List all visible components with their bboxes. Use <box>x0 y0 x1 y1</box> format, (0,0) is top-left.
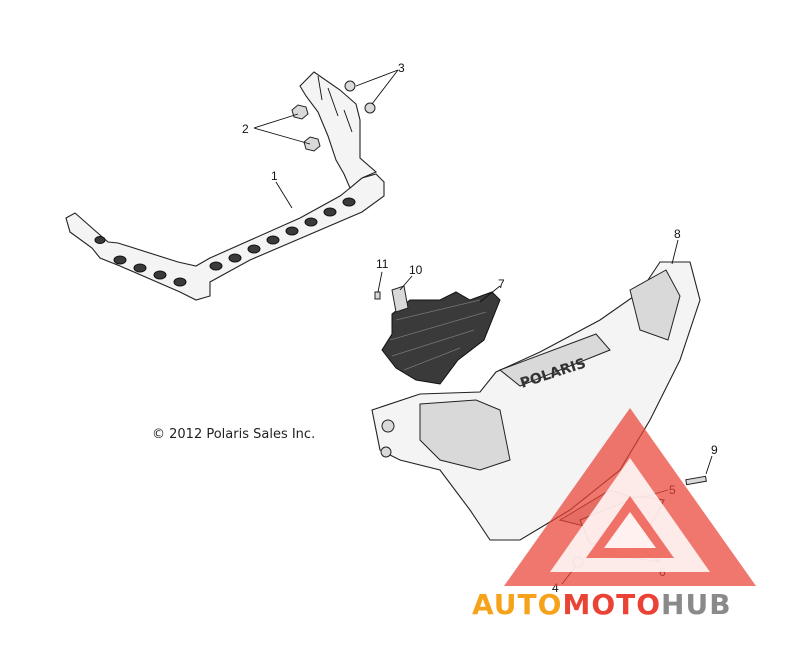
side-bolt-part <box>685 475 707 486</box>
watermark-auto: AUTO <box>472 588 562 621</box>
callout-9: 9 <box>711 443 718 457</box>
callout-4: 4 <box>552 581 559 595</box>
bumper-slots <box>94 197 356 287</box>
clip-part <box>391 285 409 313</box>
watermark-moto: MOTO <box>562 588 661 621</box>
automotohub-watermark: AUTOMOTOHUB <box>472 408 756 621</box>
screw-part <box>374 291 381 300</box>
grille-part <box>381 291 501 385</box>
nut-part <box>291 104 321 152</box>
bolt-part <box>344 80 376 114</box>
watermark-triangle-icon <box>504 408 756 586</box>
callout-11: 11 <box>376 257 389 271</box>
copyright-text: © 2012 Polaris Sales Inc. <box>152 427 315 442</box>
bumper-bar-part <box>65 71 385 301</box>
callout-1: 1 <box>271 169 278 183</box>
callout-3: 3 <box>398 61 405 75</box>
watermark-hub: HUB <box>661 588 732 621</box>
callout-10: 10 <box>409 263 423 277</box>
svg-text:AUTOMOTOHUB: AUTOMOTOHUB <box>472 588 732 621</box>
callout-7: 7 <box>498 277 505 291</box>
callout-8: 8 <box>674 227 681 241</box>
callout-2: 2 <box>242 122 249 136</box>
